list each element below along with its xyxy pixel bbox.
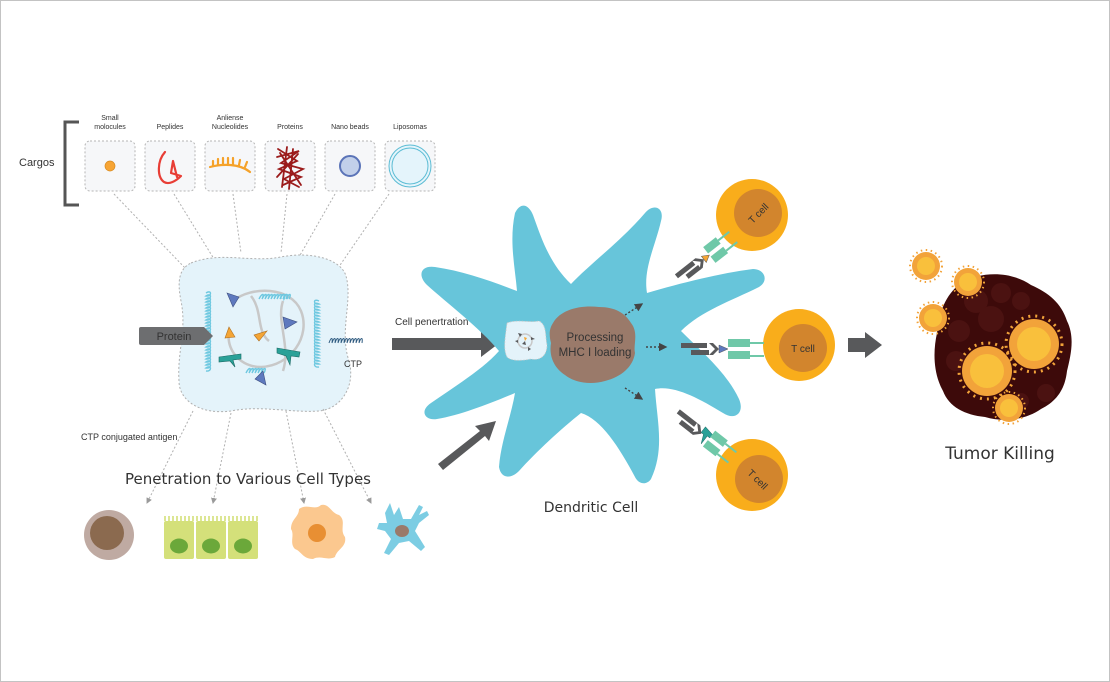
nucleus-label-line2: MHC I loading	[559, 347, 632, 359]
antigen-orange-triangle	[224, 326, 236, 339]
antigen-orange-triangle	[253, 330, 268, 342]
cargo-label-line2: Proteins	[277, 124, 303, 131]
antigen-blue-triangle	[282, 316, 298, 330]
nano-bead-circle-icon	[339, 155, 361, 177]
dc-nucleus	[549, 306, 636, 383]
small-molecule-dot-icon	[104, 160, 116, 172]
antigen-teal-tshape	[218, 353, 242, 368]
round-cell-icon	[84, 510, 134, 560]
killer-cell-large	[957, 341, 1017, 401]
cell-penetration-label: Cell penertration	[395, 317, 468, 328]
internalized-conjugate-icon	[504, 320, 548, 361]
antigen-blue-triangle	[254, 370, 267, 386]
cargo-connectors	[113, 193, 390, 272]
protein-tag	[139, 327, 213, 345]
liposome-double-circle-icon	[388, 144, 432, 188]
killer-cell-small	[909, 249, 943, 283]
ctp-coil-icon	[328, 338, 363, 344]
cargo-label-line1: Anliense	[217, 115, 244, 122]
cargos-bracket	[63, 120, 79, 207]
ctp-conjugated-antigen-caption: CTP conjugated antigen	[81, 432, 177, 442]
epithelial-cells-icon	[164, 516, 258, 559]
mhc-tcr-complex	[674, 231, 738, 279]
killer-cell-small	[992, 391, 1026, 425]
tcell-inner	[734, 189, 782, 237]
ctp-conjugate: Protein CTP CTP conjugated antigen	[81, 254, 372, 504]
protein-tag-label: Protein	[157, 331, 192, 343]
tcell-middle: T cell	[681, 309, 835, 381]
amoeboid-cell-icon	[291, 504, 346, 559]
tcell-inner	[735, 455, 783, 503]
penetration-section: Penetration to Various Cell Types	[84, 470, 429, 560]
dendritic-cell: Processing MHC I loading Dendritic Cell	[421, 205, 765, 516]
penetration-title: Penetration to Various Cell Types	[125, 470, 371, 488]
cargo-label-line2: Nano beads	[331, 124, 369, 131]
to-tumor-arrow	[848, 332, 882, 358]
antigen-blue-triangle	[226, 292, 240, 308]
cell-penetration-arrow: Cell penertration	[392, 317, 498, 357]
neuron-like-cell-icon	[377, 503, 429, 555]
cargos-section: Cargos Small molocules Peplides Anliense…	[19, 115, 436, 272]
peptide-squiggle-icon	[157, 150, 183, 185]
antigen-teal-tshape	[276, 347, 301, 367]
cargo-label-line2: Peplides	[157, 124, 184, 131]
protein-scribble-icon	[276, 146, 306, 190]
tumor-killing-caption: Tumor Killing	[944, 444, 1055, 464]
tcell-label: T cell	[791, 344, 815, 355]
mhc-tcr-complex	[676, 409, 738, 464]
cargo-label-line2: Nucleolides	[212, 124, 249, 131]
cargo-box-peptides	[144, 140, 196, 192]
cargo-label-line2: Liposomas	[393, 124, 427, 131]
dendritic-cell-caption: Dendritic Cell	[544, 500, 639, 516]
killer-cell-large	[1004, 314, 1064, 374]
mhc-tcr-complex	[681, 339, 764, 359]
nucleus-label-line1: Processing	[567, 332, 624, 344]
killer-cell-small	[951, 265, 985, 299]
tcell-bottom: T cell	[676, 409, 788, 511]
cargo-label-line2: molocules	[94, 124, 126, 131]
ctp-label: CTP	[344, 359, 362, 369]
tumor-killing-group: Tumor Killing	[909, 249, 1072, 464]
cargo-label-line1: Small	[101, 115, 119, 122]
nucleotide-comb-icon	[208, 156, 252, 174]
entry-arrow-diagonal	[438, 421, 496, 470]
tcell-inner	[779, 324, 827, 372]
mhc-export-arrows	[624, 303, 668, 400]
killer-cell-small	[916, 301, 950, 335]
cargos-label: Cargos	[19, 157, 55, 169]
penetration-arrows	[146, 408, 372, 504]
tcell-top: T cell	[674, 179, 788, 279]
